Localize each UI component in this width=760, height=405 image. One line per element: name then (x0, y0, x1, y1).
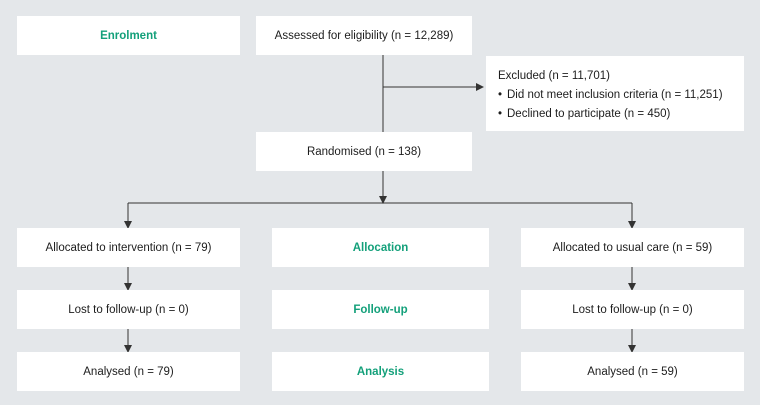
stage-analysis: Analysis (272, 352, 489, 391)
randomised-box: Randomised (n = 138) (256, 132, 472, 171)
usual-care-lost-box: Lost to follow-up (n = 0) (521, 290, 744, 329)
stage-allocation: Allocation (272, 228, 489, 267)
usual-care-analysed-box: Analysed (n = 59) (521, 352, 744, 391)
excluded-box: Excluded (n = 11,701) • Did not meet inc… (486, 56, 744, 131)
intervention-lost-box: Lost to follow-up (n = 0) (17, 290, 240, 329)
intervention-allocated-box: Allocated to intervention (n = 79) (17, 228, 240, 267)
excluded-title: Excluded (n = 11,701) (498, 70, 610, 82)
assessed-box: Assessed for eligibility (n = 12,289) (256, 16, 472, 55)
bullet-marker: • (498, 89, 503, 101)
usual-care-allocated-box: Allocated to usual care (n = 59) (521, 228, 744, 267)
intervention-analysed-box: Analysed (n = 79) (17, 352, 240, 391)
excluded-item: • Declined to participate (n = 450) (498, 105, 670, 124)
bullet-marker: • (498, 108, 503, 120)
stage-enrolment: Enrolment (17, 16, 240, 55)
excluded-item: • Did not meet inclusion criteria (n = 1… (498, 86, 723, 105)
excluded-item-label: Did not meet inclusion criteria (n = 11,… (507, 89, 723, 101)
stage-followup: Follow-up (272, 290, 489, 329)
excluded-item-label: Declined to participate (n = 450) (507, 108, 671, 120)
